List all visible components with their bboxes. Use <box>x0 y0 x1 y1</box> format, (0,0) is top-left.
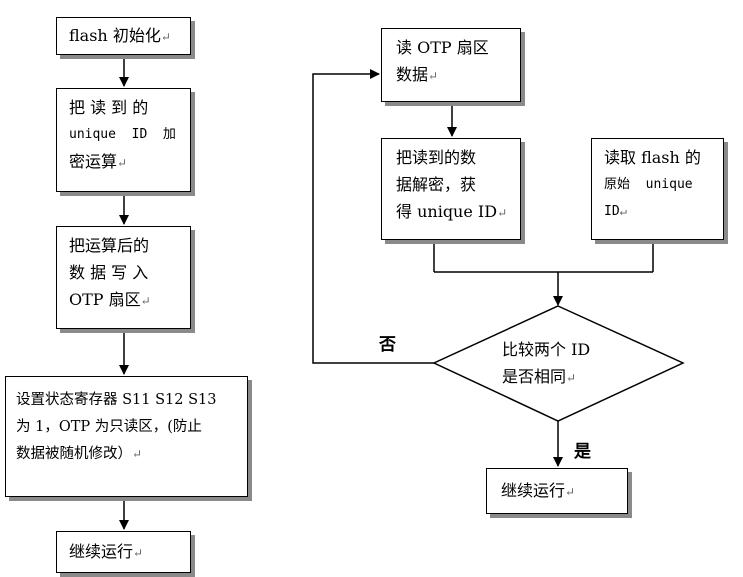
read-otp-line2: 数据 <box>396 65 429 84</box>
read-flash-line3: ID <box>604 204 620 219</box>
write-otp-box: 把运算后的 数 据 写 入 OTP 扇区↵ <box>56 226 191 329</box>
yes-label: 是 <box>574 442 591 462</box>
para-mark: ↵ <box>133 546 144 560</box>
read-flash-id-box: 读取 flash 的 原始 unique ID↵ <box>591 138 724 240</box>
write-otp-line1: 把运算后的 <box>69 236 150 255</box>
decision-line1: 比较两个 ID <box>502 340 591 359</box>
decrypt-box: 把读到的数 据解密，获 得 unique ID↵ <box>381 138 521 240</box>
continue-right-box: 继续运行↵ <box>486 468 628 514</box>
read-otp-box: 读 OTP 扇区 数据↵ <box>381 28 521 102</box>
encrypt-id-box: 把 读 到 的 unique ID 加 密运算↵ <box>56 88 191 192</box>
para-mark: ↵ <box>140 294 151 308</box>
no-loop-line <box>312 69 434 364</box>
set-status-line3: 数据被随机修改） <box>16 446 132 462</box>
decrypt-line1: 把读到的数 <box>396 148 477 167</box>
decision-line2: 是否相同 <box>502 367 567 386</box>
para-mark: ↵ <box>497 206 508 220</box>
set-status-line2: 为 1，OTP 为只读区，(防止 <box>16 419 202 435</box>
read-flash-line1: 读取 flash 的 <box>604 148 701 167</box>
decrypt-line2: 据解密，获 <box>396 175 477 194</box>
para-mark: ↵ <box>132 447 143 461</box>
encrypt-id-line3: 密运算 <box>69 152 118 171</box>
encrypt-id-line2: unique ID 加 <box>69 127 176 142</box>
para-mark: ↵ <box>160 30 171 44</box>
continue-right-text: 继续运行 <box>501 481 566 500</box>
continue-left-box: 继续运行↵ <box>56 531 191 573</box>
continue-left-text: 继续运行 <box>69 542 134 561</box>
flash-init-box: flash 初始化↵ <box>56 17 191 55</box>
write-otp-line2: 数 据 写 入 <box>69 263 149 282</box>
para-mark: ↵ <box>428 69 439 83</box>
set-status-line1: 设置状态寄存器 S11 S12 S13 <box>16 392 217 408</box>
para-mark: ↵ <box>565 485 576 499</box>
set-status-register-box: 设置状态寄存器 S11 S12 S13 为 1，OTP 为只读区，(防止 数据被… <box>5 376 248 497</box>
para-mark: ↵ <box>117 156 128 170</box>
para-mark: ↵ <box>566 371 577 385</box>
no-label: 否 <box>379 335 396 355</box>
write-otp-line3: OTP 扇区 <box>69 290 141 309</box>
read-flash-line2: 原始 unique <box>604 177 693 192</box>
encrypt-id-line1: 把 读 到 的 <box>69 98 149 117</box>
decision-text: 比较两个 ID 是否相同↵ <box>502 336 632 392</box>
para-mark: ↵ <box>619 204 627 218</box>
flash-init-text: flash 初始化 <box>69 26 161 45</box>
decrypt-line3: 得 unique ID <box>396 202 498 221</box>
read-otp-line1: 读 OTP 扇区 <box>396 38 489 57</box>
